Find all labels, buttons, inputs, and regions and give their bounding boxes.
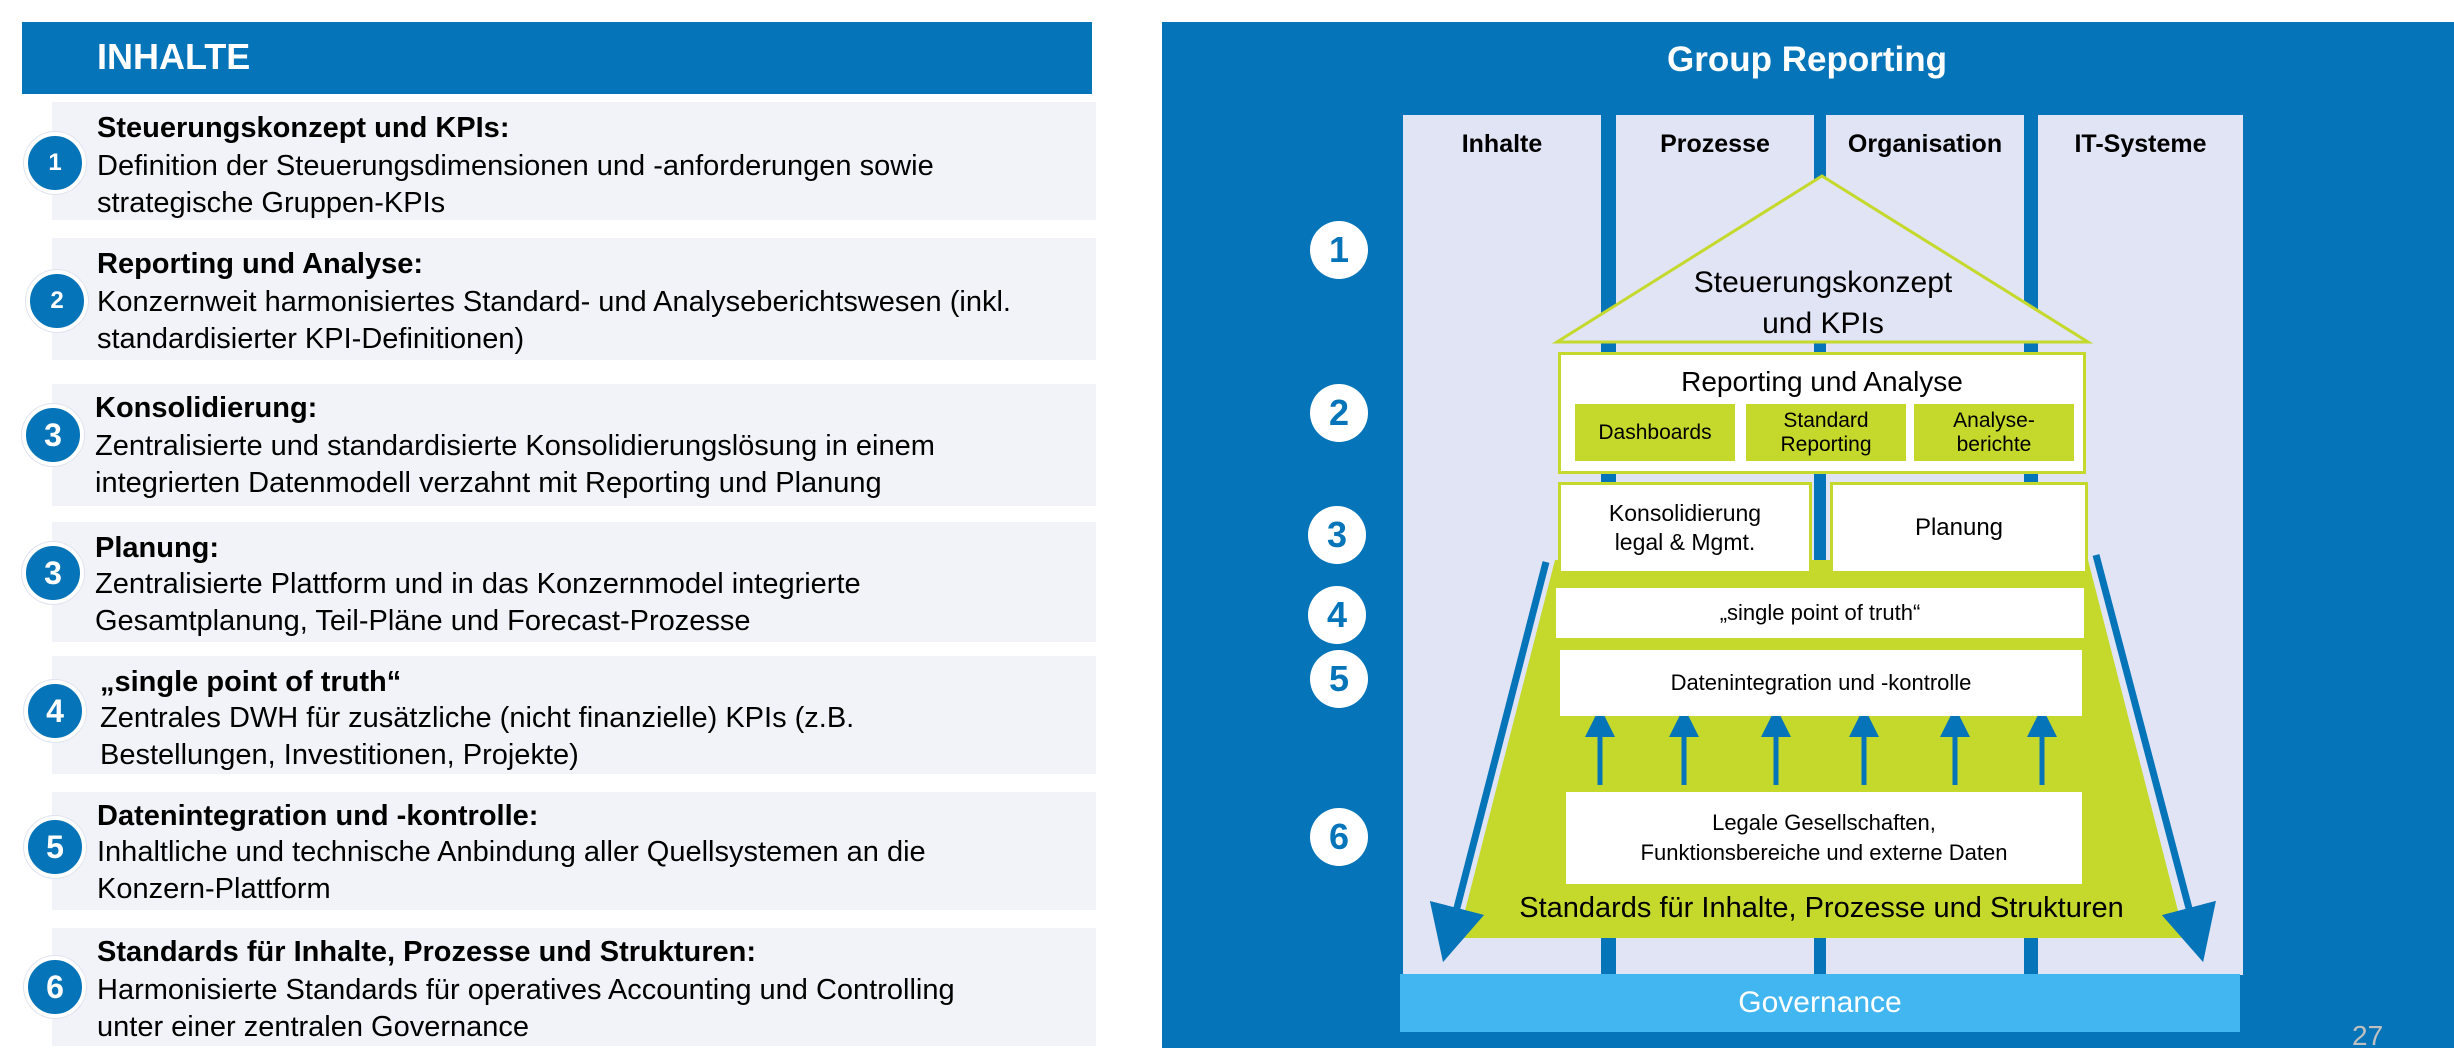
- roof-label: Steuerungskonzept und KPIs: [1693, 266, 1953, 340]
- standard-reporting-label: Standard Reporting: [1780, 408, 1872, 456]
- analyseberichte-box: Analyse- berichte: [1914, 404, 2074, 461]
- single-point-of-truth-box: „single point of truth“: [1556, 588, 2084, 638]
- analyseberichte-label: Analyse- berichte: [1953, 408, 2035, 456]
- konsolidierung-box: Konsolidierung legal & Mgmt.: [1558, 482, 1812, 574]
- diagram-number-1: 1: [1310, 221, 1368, 279]
- left-header-title: INHALTE: [97, 36, 251, 77]
- item-title: Steuerungskonzept und KPIs:: [97, 112, 510, 144]
- page-number: 27: [2352, 1020, 2384, 1051]
- legal-entities-label: Legale Gesellschaften, Funktionsbereiche…: [1640, 810, 2008, 865]
- legal-entities-box: Legale Gesellschaften, Funktionsbereiche…: [1566, 792, 2082, 884]
- number-badge-1: 1: [24, 132, 86, 194]
- dashboards-label: Dashboards: [1598, 420, 1712, 444]
- item-title: „single point of truth“: [100, 666, 402, 698]
- diagram-number-4: 4: [1308, 586, 1366, 644]
- item-title: Reporting und Analyse:: [97, 248, 423, 280]
- list-item: Reporting und Analyse: Konzernweit harmo…: [52, 238, 1096, 360]
- standards-label: Standards für Inhalte, Prozesse und Stru…: [1519, 892, 2124, 924]
- item-description: Harmonisierte Standards für operatives A…: [97, 974, 955, 1043]
- list-item: Datenintegration und -kontrolle: Inhaltl…: [52, 792, 1096, 910]
- left-header: INHALTE: [22, 22, 1092, 94]
- number-badge-2: 2: [26, 270, 88, 332]
- item-description: Zentralisierte und standardisierte Konso…: [95, 430, 935, 499]
- column-label-organisation: Organisation: [1847, 130, 2003, 158]
- diagram-number-3: 3: [1308, 506, 1366, 564]
- standard-reporting-box: Standard Reporting: [1746, 404, 1906, 461]
- number-badge-6: 6: [24, 956, 86, 1018]
- column-label-inhalte: Inhalte: [1461, 130, 1543, 158]
- item-description: Inhaltliche und technische Anbindung all…: [97, 836, 926, 905]
- dashboards-box: Dashboards: [1575, 404, 1735, 461]
- number-badge-4: 4: [24, 680, 86, 742]
- item-description: Definition der Steuerungsdimensionen und…: [97, 150, 934, 219]
- diagram-number-5: 5: [1310, 650, 1368, 708]
- list-item: Standards für Inhalte, Prozesse und Stru…: [52, 928, 1096, 1046]
- number-badge-3: 3: [22, 404, 84, 466]
- number-badge-5: 5: [24, 816, 86, 878]
- roof-triangle: [1551, 174, 2094, 344]
- left-down-arrow: [1429, 561, 1550, 963]
- governance-bar: Governance: [1400, 974, 2240, 1032]
- single-point-of-truth-label: „single point of truth“: [1719, 600, 1921, 625]
- right-down-arrow: [2092, 554, 2216, 963]
- item-title: Konsolidierung:: [95, 392, 318, 424]
- column-label-prozesse: Prozesse: [1660, 130, 1770, 158]
- list-item: „single point of truth“ Zentrales DWH fü…: [52, 656, 1096, 774]
- reporting-label: Reporting und Analyse: [1681, 366, 1963, 397]
- list-item: Planung: Zentralisierte Plattform und in…: [52, 522, 1096, 642]
- datenintegration-label: Datenintegration und -kontrolle: [1670, 670, 1972, 695]
- diagram-number-6: 6: [1310, 808, 1368, 866]
- konsolidierung-label: Konsolidierung legal & Mgmt.: [1608, 500, 1762, 555]
- item-description: Zentrales DWH für zusätzliche (nicht fin…: [100, 702, 855, 771]
- item-title: Planung:: [95, 532, 220, 564]
- list-item: Steuerungskonzept und KPIs: Definition d…: [52, 102, 1096, 220]
- diagram-number-2: 2: [1310, 384, 1368, 442]
- column-label-it-systeme: IT-Systeme: [2074, 130, 2207, 158]
- governance-label: Governance: [1738, 986, 1902, 1019]
- diagram-title: Group Reporting: [1667, 40, 1947, 79]
- item-title: Standards für Inhalte, Prozesse und Stru…: [97, 936, 757, 968]
- upward-arrows: [1585, 707, 2057, 785]
- item-description: Konzernweit harmonisiertes Standard- und…: [97, 286, 1011, 355]
- number-badge-3b: 3: [22, 542, 84, 604]
- datenintegration-box: Datenintegration und -kontrolle: [1560, 650, 2082, 716]
- item-description: Zentralisierte Plattform und in das Konz…: [95, 568, 861, 637]
- planung-box: Planung: [1830, 482, 2088, 574]
- list-item: Konsolidierung: Zentralisierte und stand…: [52, 384, 1096, 506]
- planung-label: Planung: [1914, 514, 2004, 541]
- item-title: Datenintegration und -kontrolle:: [97, 800, 539, 832]
